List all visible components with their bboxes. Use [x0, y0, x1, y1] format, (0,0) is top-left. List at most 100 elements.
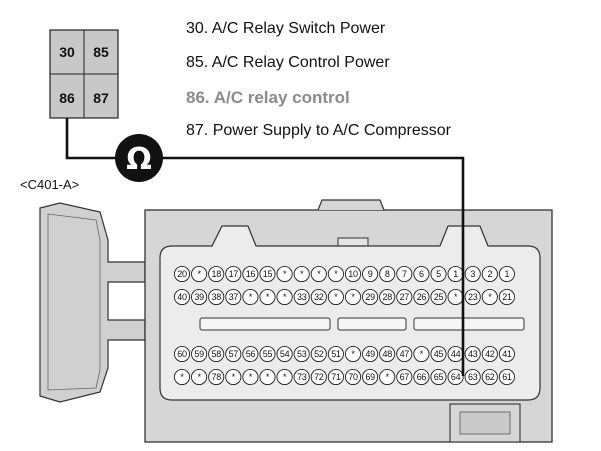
pin-label: * [266, 292, 270, 302]
pin-circle [259, 288, 276, 306]
pin-circle [173, 265, 191, 283]
pin-circle [225, 345, 242, 363]
pin-label: 57 [229, 349, 239, 359]
relay-pin-86: 86 [59, 90, 75, 106]
pin-label: 10 [348, 269, 358, 279]
pin-circle [310, 265, 327, 283]
pin-label: 9 [368, 269, 373, 279]
pin-label: 39 [194, 292, 204, 302]
pin-label: 65 [434, 372, 444, 382]
connector-pin-65: 65 [430, 368, 447, 386]
pin-circle [276, 265, 293, 283]
pin-circle [259, 265, 276, 283]
pin-label: 56 [246, 349, 256, 359]
pin-label: * [334, 292, 338, 302]
empty-pin: * [242, 288, 259, 306]
pin-circle [344, 288, 362, 306]
pin-circle [225, 368, 242, 386]
pin-label: * [488, 292, 492, 302]
pin-circle [191, 345, 208, 363]
pin-label: * [300, 269, 304, 279]
connector-pin-1: 1 [498, 265, 515, 283]
ohm-symbol: Ω [126, 142, 152, 177]
connector-pin-42: 42 [481, 345, 498, 363]
empty-pin: * [276, 265, 293, 283]
connector-pin-71: 71 [327, 368, 344, 386]
pin-label: 6 [419, 269, 424, 279]
pin-circle [191, 368, 208, 386]
empty-pin: * [276, 368, 293, 386]
legend-pin-86: 86. A/C relay control [186, 88, 350, 107]
connector-pin-54: 54 [276, 345, 293, 363]
pin-circle [208, 288, 225, 306]
pin-circle [430, 288, 447, 306]
pin-circle [362, 288, 379, 306]
connector-pin-53: 53 [293, 345, 310, 363]
connector-pin-59: 59 [191, 345, 208, 363]
pin-label: 40 [177, 292, 187, 302]
connector-pin-10: 10 [344, 265, 362, 283]
pin-circle [259, 345, 276, 363]
pin-circle [464, 345, 481, 363]
pin-label: 27 [400, 292, 410, 302]
pin-circle [379, 345, 396, 363]
pin-label: 38 [211, 292, 221, 302]
connector-pin-70: 70 [344, 368, 362, 386]
pin-label: 18 [211, 269, 221, 279]
connector-pin-44: 44 [447, 345, 464, 363]
pin-circle [173, 368, 191, 386]
connector-pin-21: 21 [498, 288, 515, 306]
pin-label: 3 [470, 269, 475, 279]
connector-pin-16: 16 [242, 265, 259, 283]
pin-label: 8 [385, 269, 390, 279]
pin-circle [327, 368, 344, 386]
pin-circle [310, 368, 327, 386]
connector-pin-60: 60 [173, 345, 191, 363]
pin-label: 70 [348, 372, 358, 382]
pin-circle [225, 265, 242, 283]
connector-pin-9: 9 [362, 265, 379, 283]
connector-pin-51: 51 [327, 345, 344, 363]
pin-circle [481, 288, 498, 306]
pin-label: 43 [468, 349, 478, 359]
pin-label: 1 [453, 269, 458, 279]
pin-circle [259, 368, 276, 386]
pin-label: 59 [194, 349, 204, 359]
connector-pin-69: 69 [362, 368, 379, 386]
pin-circle [464, 265, 481, 283]
pin-label: 23 [468, 292, 478, 302]
pin-circle [447, 368, 464, 386]
pin-circle [396, 345, 413, 363]
pin-circle [413, 345, 430, 363]
pin-circle [362, 368, 379, 386]
connector-pin-58: 58 [208, 345, 225, 363]
pin-label: 15 [263, 269, 273, 279]
connector-pin-61: 61 [498, 368, 515, 386]
empty-pin: * [344, 345, 362, 363]
relay-pin-87: 87 [93, 90, 109, 106]
connector-pin-33: 33 [293, 288, 310, 306]
connector-pin-43: 43 [464, 345, 481, 363]
pin-label: * [197, 372, 201, 382]
pin-label: 45 [434, 349, 444, 359]
pin-circle [413, 265, 430, 283]
pin-label: * [283, 269, 287, 279]
ohmmeter-icon: Ω [115, 134, 163, 182]
empty-pin: * [481, 288, 498, 306]
connector-pin-18: 18 [208, 265, 225, 283]
pin-circle [481, 368, 498, 386]
pin-label: 63 [468, 372, 478, 382]
connector-pin-67: 67 [396, 368, 413, 386]
pin-label: 44 [451, 349, 461, 359]
connector-pin-20: 20 [173, 265, 191, 283]
connector-pin-2: 2 [481, 265, 498, 283]
connector-pin-8: 8 [379, 265, 396, 283]
empty-pin: * [259, 288, 276, 306]
connector-pin-37: 37 [225, 288, 242, 306]
connector-pin-72: 72 [310, 368, 327, 386]
pin-label: 72 [314, 372, 324, 382]
pin-circle [498, 265, 515, 283]
pin-circle [362, 345, 379, 363]
pin-circle [173, 345, 191, 363]
pin-circle [498, 288, 515, 306]
